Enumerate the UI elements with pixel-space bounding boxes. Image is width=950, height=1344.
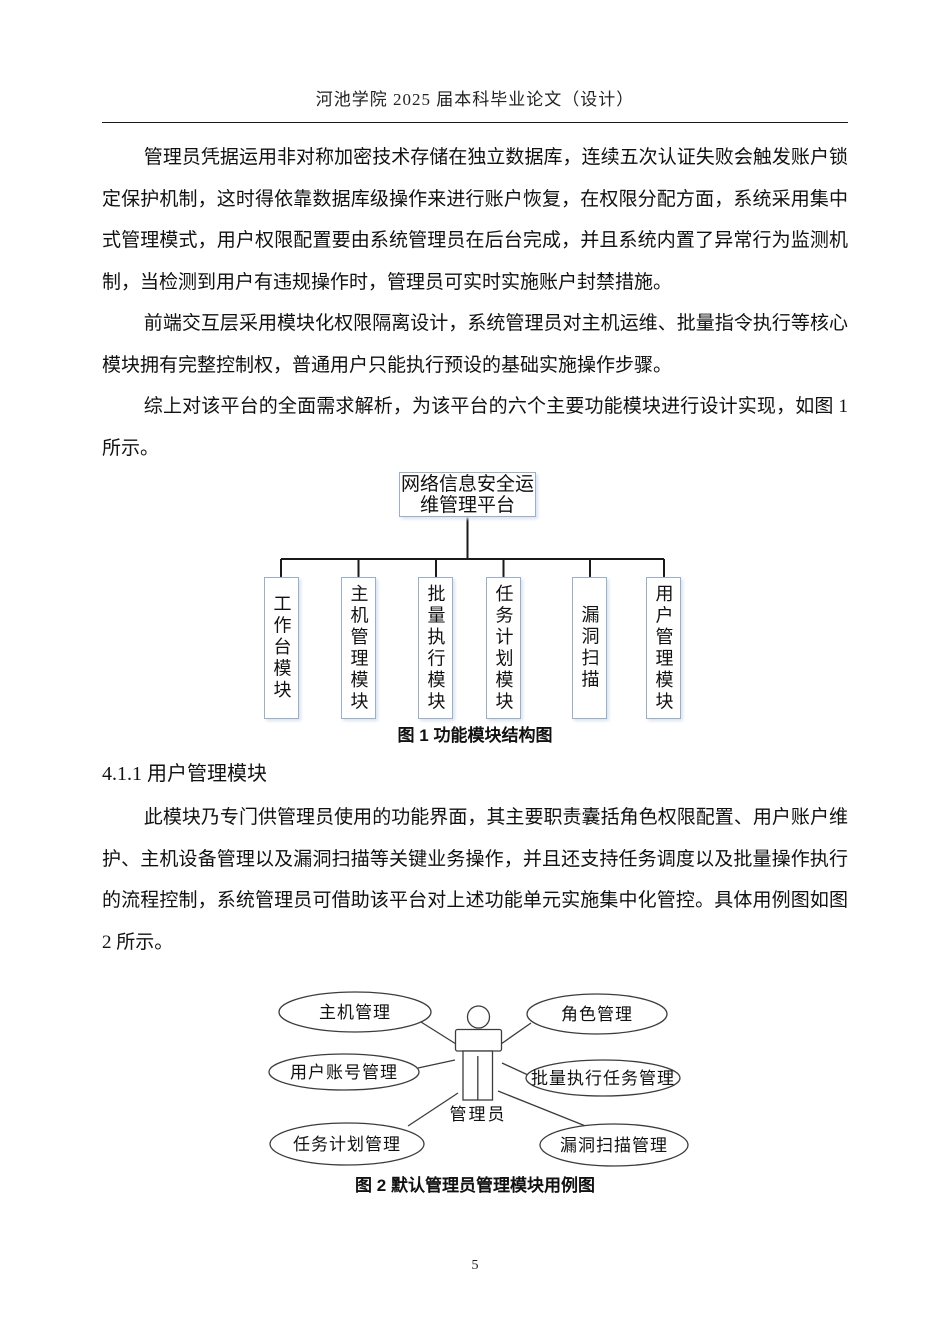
usecase-label-batch: 批量执行任务管理 xyxy=(531,1069,675,1088)
figure1-box-user-management: 用户管理模块 xyxy=(646,577,681,719)
figure1-box-workbench: 工作台模块 xyxy=(264,577,299,719)
usecase-ellipse-host xyxy=(278,991,432,1033)
actor-shoulders xyxy=(454,1028,503,1052)
figure1-box-vuln-scan: 漏洞扫描 xyxy=(572,577,607,719)
body-content: 管理员凭据运用非对称加密技术存储在独立数据库，连续五次认证失败会触发账户锁定保护… xyxy=(0,137,950,469)
assoc-line-account xyxy=(417,1059,456,1069)
box-label-task-plan: 任务计划模块 xyxy=(493,583,514,713)
page-number: 5 xyxy=(471,1258,479,1273)
usecase-label-taskplan: 任务计划管理 xyxy=(293,1135,401,1154)
figure2-usecase-diagram: 主机管理 角色管理 用户账号管理 批量执行任务管理 任务计划管理 漏洞扫描管理 … xyxy=(0,973,950,1173)
usecase-label-vulnscan: 漏洞扫描管理 xyxy=(560,1136,668,1155)
box-label-batch-execution: 批量执行模块 xyxy=(425,583,446,713)
actor-label: 管理员 xyxy=(450,1105,507,1124)
assoc-line-host xyxy=(420,1021,457,1045)
box-label-vuln-scan: 漏洞扫描 xyxy=(579,605,600,691)
figure1-module-structure-diagram: 网络信息安全运 维管理平台 工作台模块 主机管理模块 批量执行模块 任务计划模块… xyxy=(0,469,950,719)
figure1-box-task-plan: 任务计划模块 xyxy=(486,577,521,719)
figure1-box-host-management: 主机管理模块 xyxy=(341,577,376,719)
figure2-caption: 图 2 默认管理员管理模块用例图 xyxy=(355,1176,595,1195)
actor-head xyxy=(466,1005,491,1029)
figure1-caption: 图 1 功能模块结构图 xyxy=(397,726,553,745)
usecase-label-host: 主机管理 xyxy=(319,1003,391,1022)
box-label-workbench: 工作台模块 xyxy=(271,594,292,702)
assoc-line-batch xyxy=(501,1062,529,1076)
section-heading-4-1-1: 4.1.1 用户管理模块 xyxy=(102,763,267,785)
box-label-host-management: 主机管理模块 xyxy=(348,583,369,713)
assoc-line-role xyxy=(500,1022,532,1045)
header-divider xyxy=(102,122,848,123)
usecase-label-role: 角色管理 xyxy=(561,1005,633,1024)
actor-icon xyxy=(454,1005,503,1101)
usecase-ellipse-taskplan xyxy=(269,1122,425,1166)
paragraph-frontend-permissions: 前端交互层采用模块化权限隔离设计，系统管理员对主机运维、批量指令执行等核心模块拥… xyxy=(102,313,848,376)
usecase-ellipse-batch xyxy=(525,1059,681,1097)
figure2-canvas: 主机管理 角色管理 用户账号管理 批量执行任务管理 任务计划管理 漏洞扫描管理 … xyxy=(268,991,689,1167)
figure1-root-box: 网络信息安全运 维管理平台 xyxy=(399,472,536,517)
assoc-line-taskplan xyxy=(407,1092,459,1127)
paragraph-user-module-desc: 此模块乃专门供管理员使用的功能界面，其主要职责囊括角色权限配置、用户账户维护、主… xyxy=(102,807,848,953)
page-header: 河池学院 2025 届本科毕业论文（设计） xyxy=(315,90,635,109)
figure1-connector-lines xyxy=(280,516,665,578)
root-box-line2: 维管理平台 xyxy=(419,494,515,516)
usecase-ellipse-role xyxy=(526,993,668,1035)
assoc-line-vulnscan xyxy=(497,1090,589,1128)
paragraph-credentials-security: 管理员凭据运用非对称加密技术存储在独立数据库，连续五次认证失败会触发账户锁定保护… xyxy=(102,147,848,293)
box-label-user-management: 用户管理模块 xyxy=(653,583,674,713)
usecase-ellipse-account xyxy=(268,1053,420,1091)
usecase-ellipse-vulnscan xyxy=(539,1123,689,1167)
paragraph-summary-modules: 综上对该平台的全面需求解析，为该平台的六个主要功能模块进行设计实现，如图 1 所… xyxy=(102,396,848,459)
usecase-label-account: 用户账号管理 xyxy=(290,1063,398,1082)
body-content-2: 此模块乃专门供管理员使用的功能界面，其主要职责囊括角色权限配置、用户账户维护、主… xyxy=(0,797,950,963)
root-box-line1: 网络信息安全运 xyxy=(400,473,534,495)
figure1-box-batch-execution: 批量执行模块 xyxy=(418,577,453,719)
